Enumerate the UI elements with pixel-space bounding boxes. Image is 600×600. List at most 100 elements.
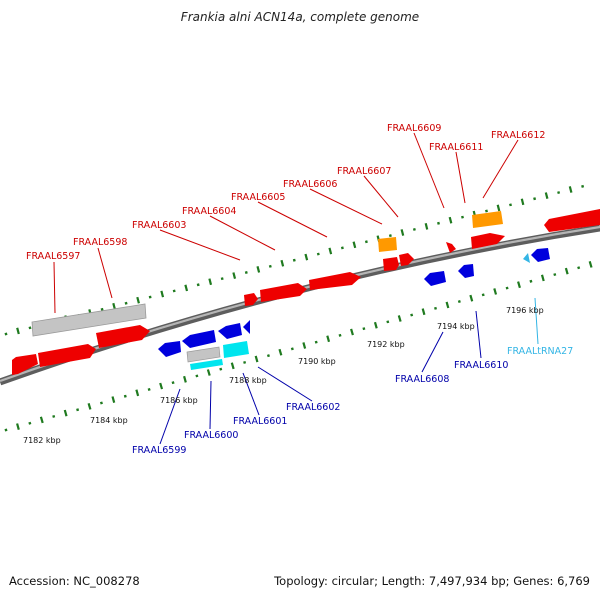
minor-tick bbox=[388, 234, 392, 238]
major-tick bbox=[111, 396, 116, 403]
gene-label[interactable]: FRAAL6609 bbox=[387, 123, 441, 134]
major-tick bbox=[184, 284, 189, 292]
major-tick bbox=[232, 272, 237, 279]
major-tick bbox=[397, 315, 402, 322]
minor-tick bbox=[124, 301, 128, 305]
major-tick bbox=[445, 301, 450, 309]
gene-feature-red bbox=[244, 293, 258, 306]
minor-tick bbox=[461, 215, 464, 219]
axis-label: 7188 kbp bbox=[229, 376, 267, 385]
gene-feature-red bbox=[96, 325, 150, 348]
gene-label[interactable]: FRAAL6610 bbox=[454, 360, 508, 371]
gene-label[interactable]: FRAAL6603 bbox=[132, 220, 186, 231]
major-tick bbox=[16, 327, 20, 335]
minor-tick bbox=[147, 387, 151, 391]
minor-tick bbox=[509, 203, 512, 207]
minor-tick bbox=[196, 283, 200, 287]
accession-text: Accession: NC_008278 bbox=[9, 574, 140, 588]
gene-label[interactable]: FRAAL6612 bbox=[491, 130, 545, 141]
minor-tick bbox=[99, 401, 103, 405]
major-tick bbox=[400, 229, 405, 236]
gene-label[interactable]: FRAAL6598 bbox=[73, 237, 127, 248]
axis-label: 7192 kbp bbox=[367, 340, 405, 349]
gene-feature-red bbox=[446, 242, 456, 253]
axis-label: 7186 kbp bbox=[160, 396, 198, 405]
minor-tick bbox=[581, 184, 585, 188]
gene-label[interactable]: FRAAL6607 bbox=[337, 166, 391, 177]
axis-label: 7190 kbp bbox=[298, 357, 336, 366]
forward-strand-features bbox=[12, 209, 600, 375]
gene-feature-cyan bbox=[190, 359, 223, 370]
minor-tick bbox=[172, 289, 176, 293]
gene-feature-red bbox=[38, 344, 96, 367]
minor-tick bbox=[577, 266, 581, 270]
forward-gene-labels: FRAAL6597 FRAAL6598 FRAAL6603 FRAAL6604 … bbox=[26, 123, 545, 262]
major-tick bbox=[564, 267, 569, 275]
minor-tick bbox=[219, 367, 223, 371]
gene-label[interactable]: FRAAL6600 bbox=[184, 430, 238, 441]
gene-label[interactable]: FRAAL6611 bbox=[429, 142, 483, 153]
axis-label: 7194 kbp bbox=[437, 322, 475, 331]
major-tick bbox=[540, 274, 545, 282]
major-tick bbox=[256, 266, 261, 273]
minor-tick bbox=[243, 360, 247, 364]
minor-tick bbox=[437, 221, 440, 225]
gene-feature-red bbox=[383, 257, 399, 271]
gene-label[interactable]: FRAAL6601 bbox=[233, 416, 287, 427]
reverse-strand-features bbox=[158, 248, 550, 370]
major-tick bbox=[39, 416, 44, 424]
minor-tick bbox=[386, 320, 390, 324]
gene-feature-blue bbox=[243, 320, 250, 334]
major-tick bbox=[304, 253, 309, 261]
major-tick bbox=[352, 241, 357, 249]
gene-label[interactable]: FRAALtRNA27 bbox=[507, 346, 573, 357]
minor-tick bbox=[553, 273, 557, 277]
gene-label[interactable]: FRAAL6602 bbox=[286, 402, 340, 413]
axis-label: 7196 kbp bbox=[506, 306, 544, 315]
major-tick bbox=[280, 259, 285, 267]
gene-feature-blue bbox=[531, 248, 550, 262]
minor-tick bbox=[195, 374, 199, 378]
major-tick bbox=[254, 355, 259, 363]
minor-tick bbox=[410, 313, 414, 317]
minor-tick bbox=[76, 408, 80, 412]
gene-feature-blue bbox=[158, 341, 181, 357]
gene-feature-red bbox=[12, 354, 38, 375]
major-tick bbox=[87, 402, 92, 410]
minor-tick bbox=[529, 279, 533, 283]
gene-label[interactable]: FRAAL6606 bbox=[283, 179, 337, 190]
major-tick bbox=[421, 308, 426, 316]
major-tick bbox=[544, 192, 549, 199]
gene-feature-red bbox=[471, 233, 505, 249]
gene-feature-blue bbox=[182, 330, 216, 348]
minor-tick bbox=[481, 293, 485, 297]
gene-label[interactable]: FRAAL6608 bbox=[395, 374, 449, 385]
major-tick bbox=[373, 321, 378, 329]
minor-tick bbox=[316, 252, 320, 256]
minor-tick bbox=[364, 240, 368, 244]
minor-tick bbox=[100, 307, 104, 311]
axis-label: 7182 kbp bbox=[23, 436, 61, 445]
minor-tick bbox=[52, 414, 56, 418]
minor-tick bbox=[338, 333, 342, 337]
minor-tick bbox=[268, 264, 272, 268]
gene-feature-red bbox=[309, 272, 361, 290]
genome-summary-text: Topology: circular; Length: 7,497,934 bp… bbox=[274, 574, 590, 588]
label-connectors bbox=[53, 132, 539, 445]
gene-feature-orange bbox=[378, 237, 397, 252]
major-tick bbox=[469, 294, 474, 302]
minor-tick bbox=[4, 332, 8, 336]
major-tick bbox=[278, 348, 283, 356]
gene-label[interactable]: FRAAL6605 bbox=[231, 192, 285, 203]
gene-feature-cyan bbox=[223, 341, 249, 358]
major-tick bbox=[302, 342, 307, 349]
minor-tick bbox=[266, 354, 270, 358]
major-tick bbox=[493, 288, 498, 295]
gene-label[interactable]: FRAAL6604 bbox=[182, 206, 236, 217]
major-tick bbox=[160, 290, 165, 298]
gene-label[interactable]: FRAAL6597 bbox=[26, 251, 80, 262]
gene-label[interactable]: FRAAL6599 bbox=[132, 445, 186, 456]
minor-tick bbox=[533, 197, 537, 201]
major-tick bbox=[326, 335, 331, 343]
